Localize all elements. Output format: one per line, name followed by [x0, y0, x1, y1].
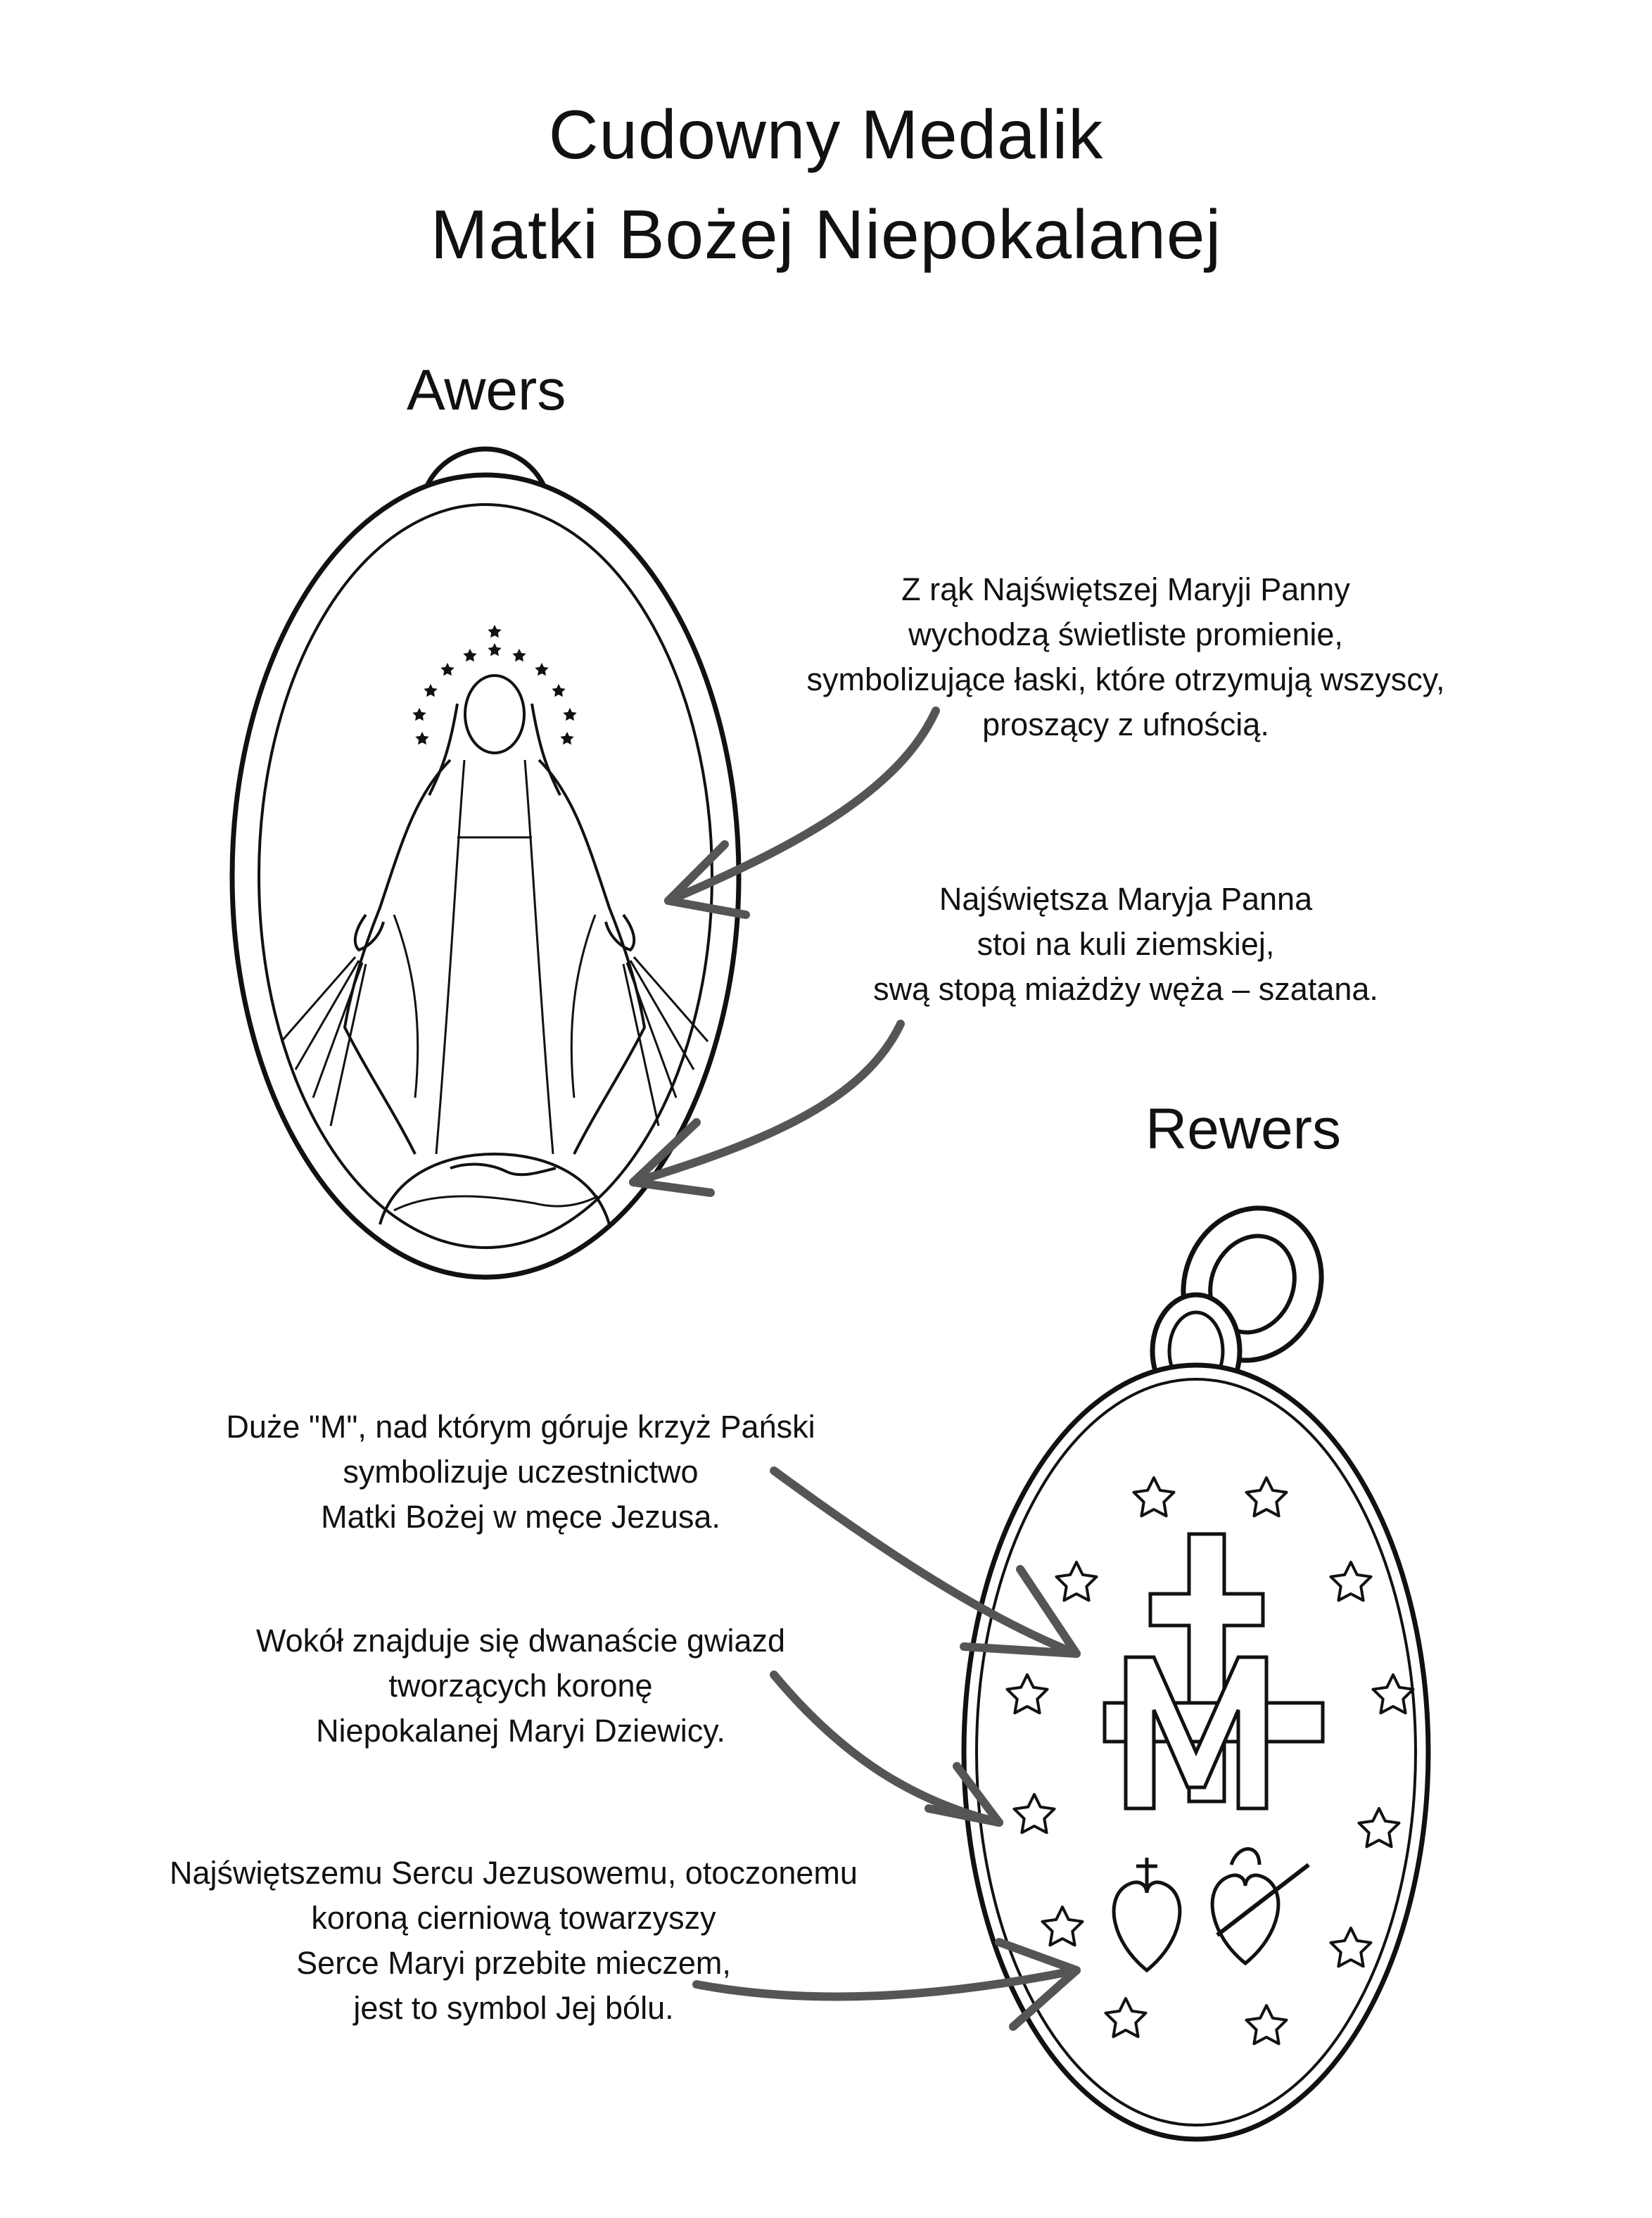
medal-reverse-illustration: [964, 1187, 1428, 2139]
